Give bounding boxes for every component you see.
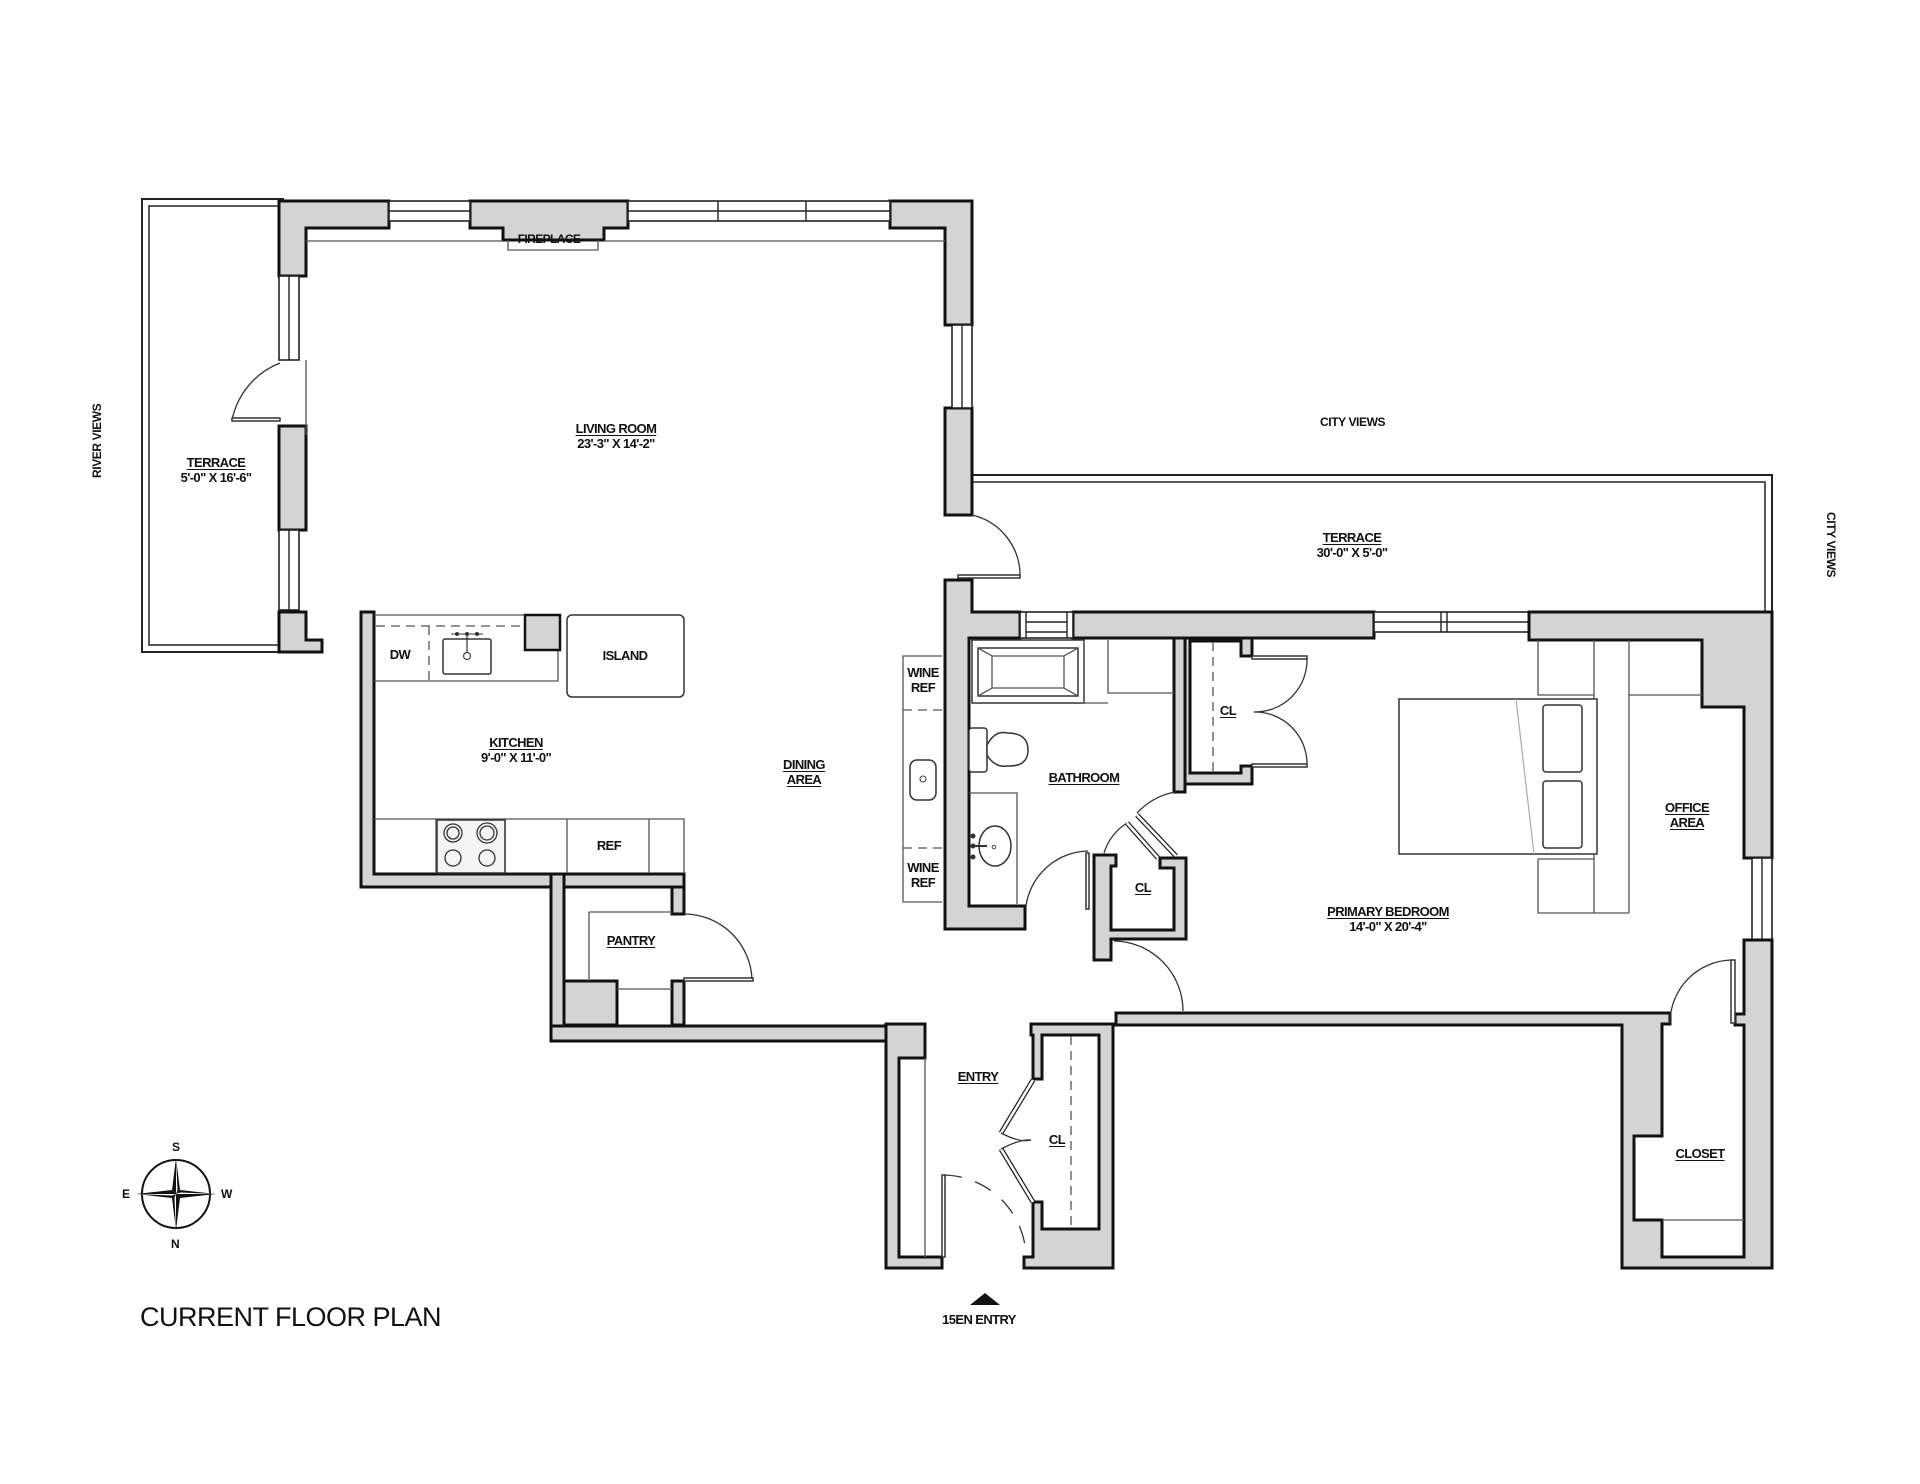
plan-title: CURRENT FLOOR PLAN — [140, 1302, 442, 1332]
river-views-label: RIVER VIEWS — [90, 403, 104, 478]
kitchen-outer-wall — [359, 610, 946, 1270]
living-room-walls — [231, 199, 974, 611]
room-label-bathroom: BATHROOM — [1048, 770, 1120, 785]
entry-closet-walls — [943, 1022, 1115, 1305]
room-label-entry: ENTRY — [957, 1069, 999, 1084]
bathroom-walls — [943, 514, 1376, 962]
room-label-closet: CLOSET — [1675, 1146, 1725, 1161]
compass-north-label: N — [171, 1237, 180, 1251]
entry-marker-label: 15EN ENTRY — [942, 1312, 1016, 1327]
west-terrace — [141, 198, 284, 653]
compass-south-label: S — [172, 1140, 181, 1154]
city-views-right-label: CITY VIEWS — [1824, 512, 1838, 578]
refrigerator-label: REF — [596, 838, 622, 853]
room-label-pantry: PANTRY — [606, 933, 656, 948]
room-label-closet-hall: CL — [1134, 880, 1152, 895]
north-terrace — [972, 474, 1773, 612]
bedroom-walls — [1113, 610, 1774, 1270]
island-label: ISLAND — [602, 648, 648, 663]
compass-east-label: E — [122, 1187, 131, 1201]
kitchen-fixtures — [374, 613, 685, 874]
fireplace-label: FIREPLACE — [517, 232, 581, 246]
dishwasher-label: DW — [389, 647, 411, 662]
room-label-closet-bedroom: CL — [1219, 703, 1237, 718]
compass-west-label: W — [221, 1187, 233, 1201]
room-label-closet-entry: CL — [1048, 1132, 1066, 1147]
city-views-top-label: CITY VIEWS — [1320, 415, 1386, 429]
bedroom-closet — [1183, 636, 1308, 786]
compass-rose-icon — [136, 1158, 216, 1230]
wine-ref-cabinet — [902, 655, 942, 903]
